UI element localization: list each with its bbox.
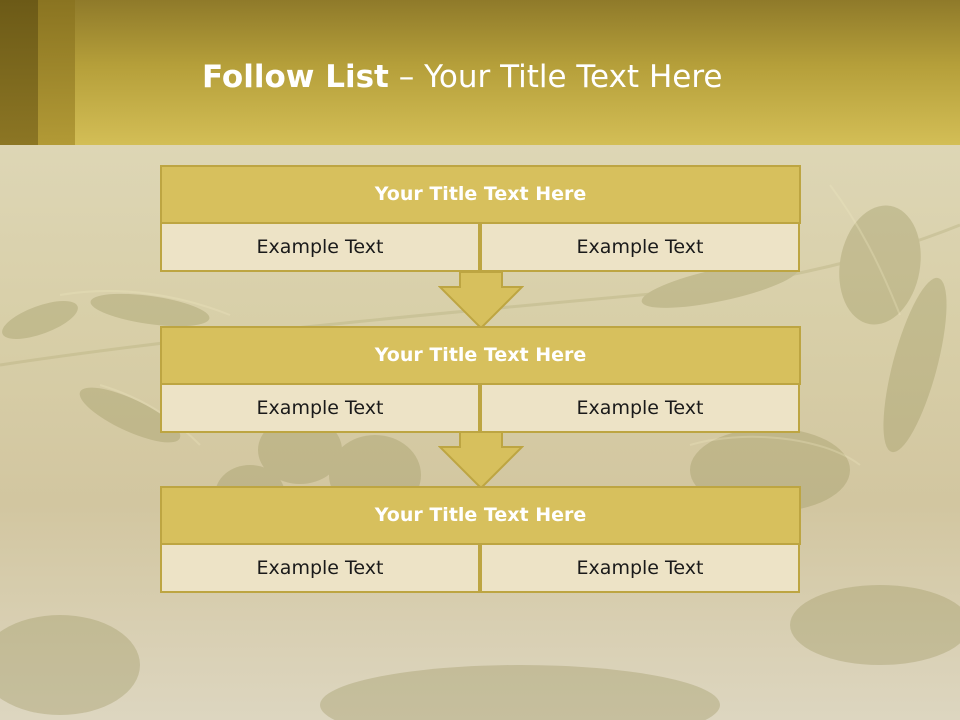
header-bar: Follow List – Your Title Text Here	[0, 0, 960, 145]
step-block-2: Your Title Text Here Example Text Exampl…	[160, 326, 801, 433]
step-cell-2-left: Example Text	[160, 383, 480, 433]
slide-title-bold: Follow List	[202, 59, 389, 95]
down-arrow-icon	[438, 271, 524, 329]
header-accent-dark	[0, 0, 38, 145]
step-cell-2-right: Example Text	[480, 383, 800, 433]
step-block-1: Your Title Text Here Example Text Exampl…	[160, 165, 801, 272]
olive-branch-background	[0, 184, 960, 720]
slide-title-rest: – Your Title Text Here	[398, 59, 723, 95]
step-cell-1-left: Example Text	[160, 222, 480, 272]
step-cell-3-right: Example Text	[480, 543, 800, 593]
slide-title: Follow List – Your Title Text Here	[202, 55, 722, 99]
step-block-3: Your Title Text Here Example Text Exampl…	[160, 486, 801, 593]
step-title-2: Your Title Text Here	[160, 326, 801, 385]
step-title-1: Your Title Text Here	[160, 165, 801, 224]
header-accent-mid	[38, 0, 75, 145]
step-cell-3-left: Example Text	[160, 543, 480, 593]
step-cell-1-right: Example Text	[480, 222, 800, 272]
step-title-3: Your Title Text Here	[160, 486, 801, 545]
down-arrow-icon	[438, 431, 524, 489]
